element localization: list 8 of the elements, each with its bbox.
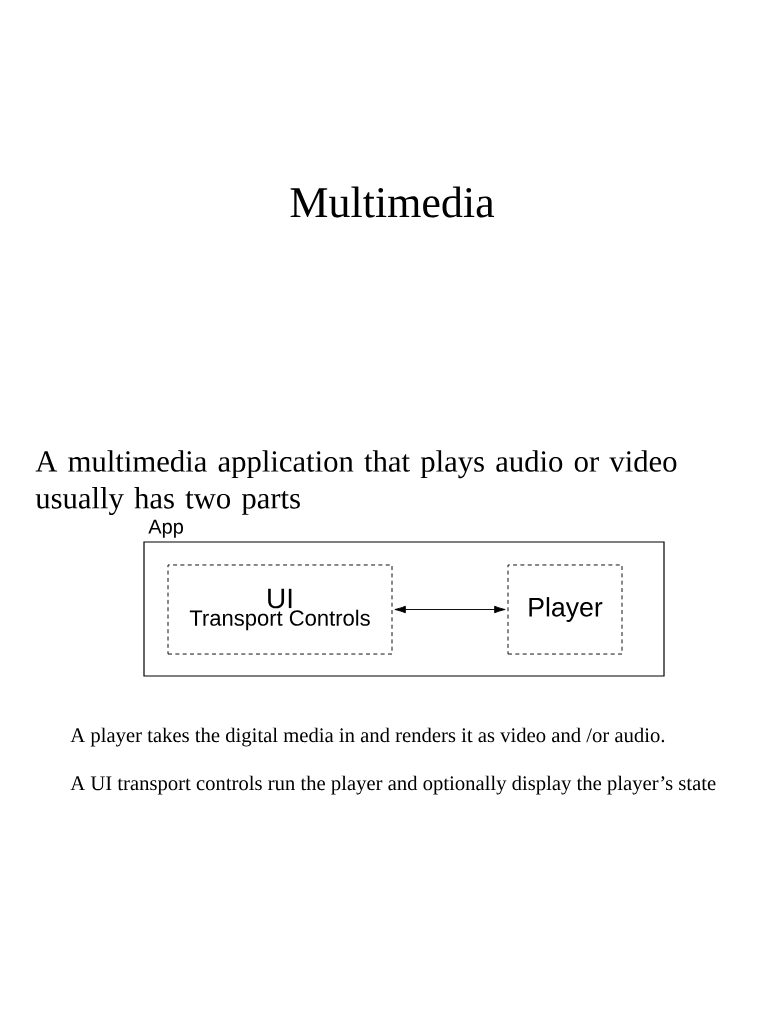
body-text: A UI transport controls run the player and optionally display the player’s state <box>70 775 716 795</box>
double-arrow <box>394 605 506 614</box>
component-box: Player <box>507 564 623 655</box>
body-text: A player takes the digital media in and renders it as video and /or audio. <box>70 727 665 747</box>
node-label: App <box>148 519 184 538</box>
slide-title: Multimedia <box>290 186 495 218</box>
intro-text: A multimedia application that plays audio or video usually has two parts <box>35 450 677 515</box>
component-box: UI Transport Controls <box>167 564 393 655</box>
